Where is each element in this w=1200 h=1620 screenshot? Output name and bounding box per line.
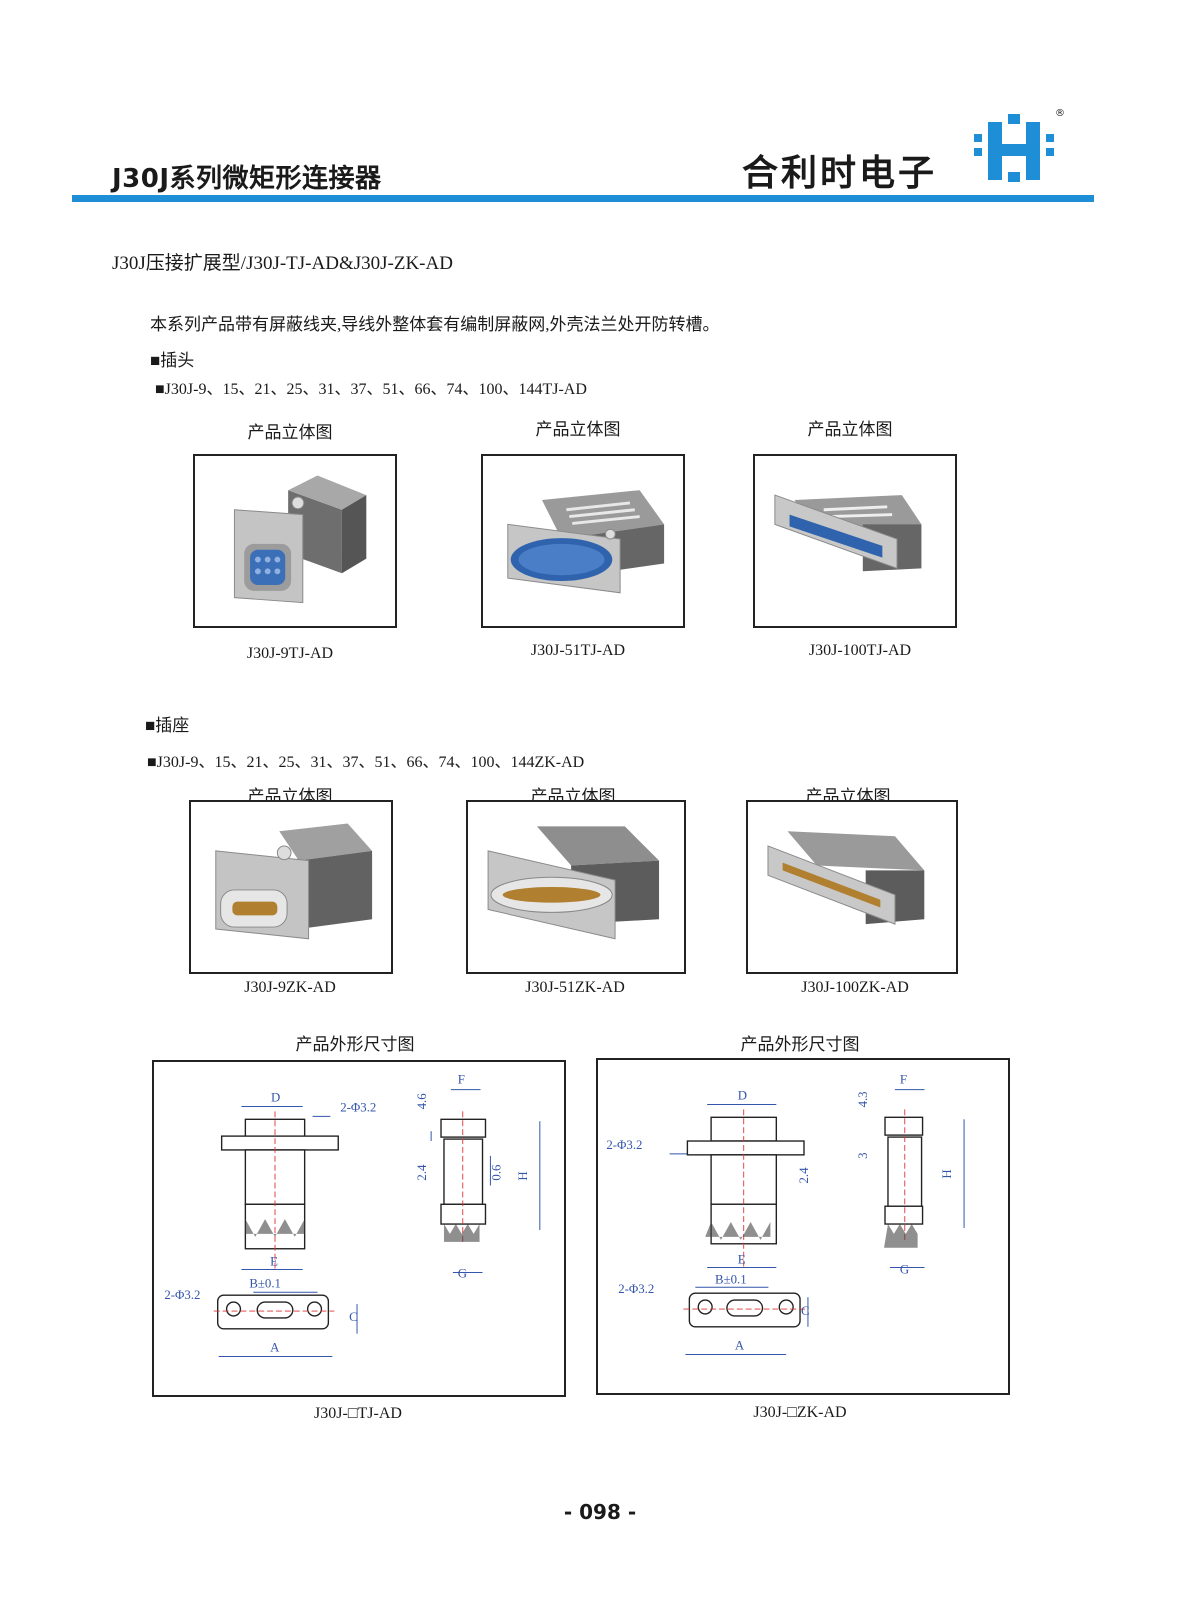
dimension-caption-1: 产品外形尺寸图 <box>295 1035 415 1054</box>
section-title: J30J压接扩展型/J30J-TJ-AD&J30J-ZK-AD <box>112 253 453 274</box>
dim-label-e: E <box>738 1253 746 1267</box>
dim-label-d: D <box>271 1091 280 1105</box>
dim-label-g: G <box>900 1262 909 1276</box>
plug-model-list: ■J30J-9、15、21、25、31、37、51、66、74、100、144T… <box>155 381 587 398</box>
registered-mark: ® <box>1055 108 1065 119</box>
plug-image-9tj <box>193 454 397 628</box>
dim-label-b: B±0.1 <box>249 1276 281 1290</box>
dim-label-c: C <box>349 1310 358 1324</box>
dim-label-holes-top: 2-Φ3.2 <box>606 1138 642 1152</box>
dim-label-h: H <box>516 1171 530 1180</box>
plug-image-100tj <box>753 454 957 628</box>
plug-heading: ■插头 <box>150 351 195 370</box>
dim-label-h: H <box>940 1169 954 1178</box>
dim-label-c: C <box>801 1304 810 1318</box>
dimension-caption-2: 产品外形尺寸图 <box>740 1035 860 1054</box>
dimension-drawing-zk: D 2-Φ3.2 E F G H 4.3 2.4 3 2-Φ3.2 B±0.1 … <box>596 1058 1010 1395</box>
plug-model-3: J30J-100TJ-AD <box>808 642 912 659</box>
dim-label-v2: 2.4 <box>415 1164 429 1181</box>
socket-model-1: J30J-9ZK-AD <box>244 979 336 996</box>
dimension-model-2: J30J-□ZK-AD <box>753 1404 847 1421</box>
plug-caption-2: 产品立体图 <box>535 420 621 439</box>
dimension-drawing-tj: D 2-Φ3.2 E F G H 4.6 2.4 0.6 2-Φ3.2 B±0.… <box>152 1060 566 1397</box>
socket-image-100zk <box>746 800 958 974</box>
dim-label-f: F <box>458 1073 465 1087</box>
page-number: - 098 - <box>563 1500 637 1524</box>
dim-label-holes-bottom: 2-Φ3.2 <box>618 1282 654 1296</box>
brand-logo <box>966 104 1062 190</box>
dimension-model-1: J30J-□TJ-AD <box>314 1405 402 1422</box>
dim-label-holes-bottom: 2-Φ3.2 <box>164 1288 200 1302</box>
dim-label-a: A <box>735 1339 745 1353</box>
plug-caption-1: 产品立体图 <box>247 423 333 442</box>
socket-heading: ■插座 <box>145 716 190 735</box>
dim-label-v1: 4.3 <box>856 1091 870 1107</box>
dim-label-b: B±0.1 <box>715 1272 747 1286</box>
dim-label-d: D <box>738 1089 747 1103</box>
dim-label-v3: 0.6 <box>489 1164 503 1181</box>
dim-label-g: G <box>458 1266 467 1280</box>
brand-name: 合利时电子 <box>742 153 938 194</box>
section-description: 本系列产品带有屏蔽线夹,导线外整体套有编制屏蔽网,外壳法兰处开防转槽。 <box>150 315 720 334</box>
socket-model-list: ■J30J-9、15、21、25、31、37、51、66、74、100、144Z… <box>147 754 585 771</box>
socket-model-2: J30J-51ZK-AD <box>525 979 625 996</box>
plug-caption-3: 产品立体图 <box>807 420 893 439</box>
dim-label-holes-top: 2-Φ3.2 <box>340 1100 376 1114</box>
dim-label-f: F <box>900 1073 907 1087</box>
dim-label-v2: 2.4 <box>797 1167 811 1184</box>
plug-image-51tj <box>481 454 685 628</box>
socket-image-9zk <box>189 800 393 974</box>
plug-model-2: J30J-51TJ-AD <box>530 642 626 659</box>
series-title: J30J系列微矩形连接器 <box>112 164 382 194</box>
dim-label-a: A <box>270 1341 280 1355</box>
dim-label-v1: 4.6 <box>415 1093 429 1110</box>
socket-image-51zk <box>466 800 686 974</box>
dim-label-v3: 3 <box>856 1152 870 1158</box>
plug-model-1: J30J-9TJ-AD <box>246 645 334 662</box>
socket-model-3: J30J-100ZK-AD <box>801 979 909 996</box>
header-rule <box>72 195 1094 202</box>
dim-label-e: E <box>270 1255 278 1269</box>
